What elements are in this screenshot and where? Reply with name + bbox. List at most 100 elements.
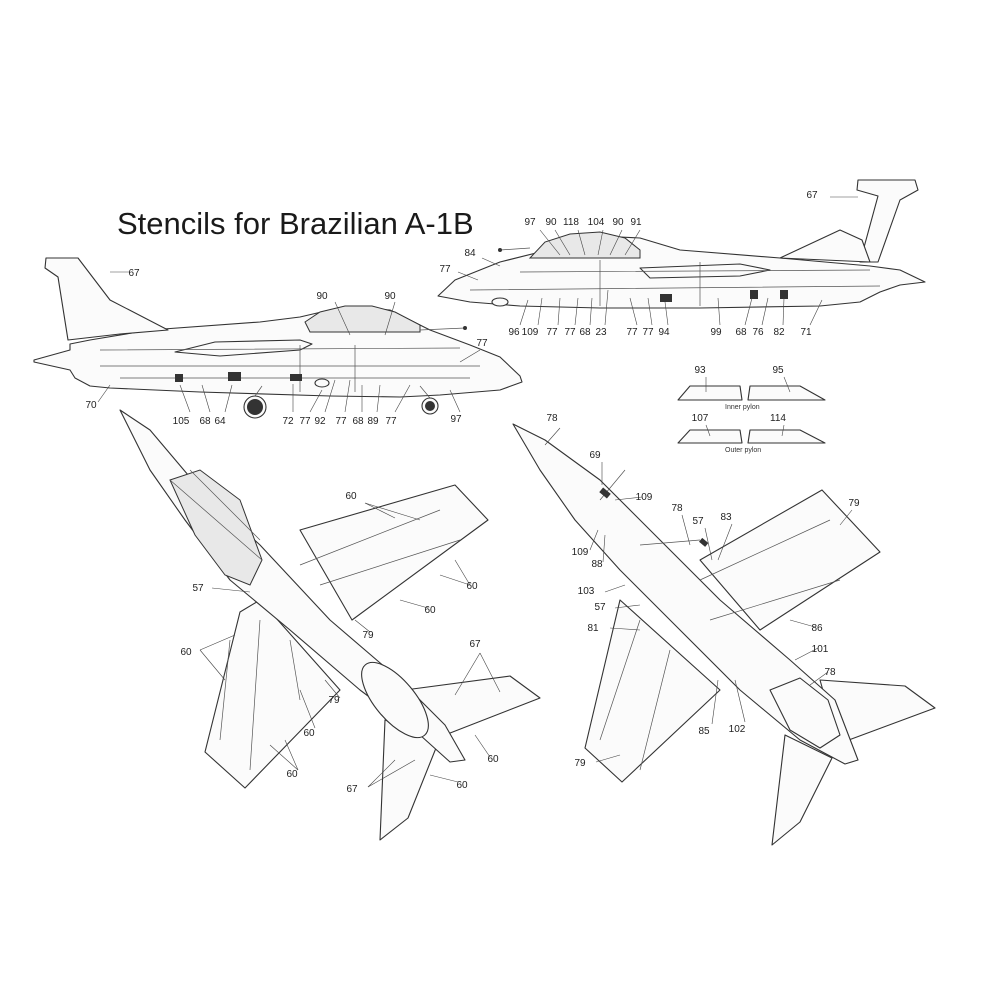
callout-pylons-93: 93 <box>694 365 706 376</box>
callout-left-side-77: 77 <box>335 416 347 427</box>
callout-right-side-104: 104 <box>588 217 605 228</box>
sheet-title: Stencils for Brazilian A-1B <box>117 206 474 241</box>
outer-pylon-right <box>747 429 826 444</box>
callout-bottom-view-83: 83 <box>720 512 732 523</box>
left-canopy <box>304 305 421 333</box>
callout-top-view-57: 57 <box>192 583 204 594</box>
callout-right-side-84: 84 <box>464 248 476 259</box>
callout-top-view-60: 60 <box>303 728 315 739</box>
right-side-profile <box>437 179 926 326</box>
callout-right-side-77: 77 <box>626 327 638 338</box>
callout-left-side-77: 77 <box>476 338 488 349</box>
callout-left-side-70: 70 <box>85 400 97 411</box>
top-left-wing <box>204 599 341 789</box>
callout-bottom-view-81: 81 <box>587 623 599 634</box>
callout-top-view-60: 60 <box>487 754 499 765</box>
bottom-fuselage <box>512 423 859 765</box>
top-canopy <box>169 469 263 586</box>
callout-left-side-67: 67 <box>128 268 140 279</box>
bottom-left-wing <box>584 599 721 783</box>
callout-top-view-67: 67 <box>346 784 358 795</box>
callout-left-side-90: 90 <box>384 291 396 302</box>
callout-bottom-view-79: 79 <box>848 498 860 509</box>
callout-right-side-68: 68 <box>735 327 747 338</box>
callout-bottom-view-109: 109 <box>636 492 653 503</box>
right-tail-fin <box>856 179 919 263</box>
callout-left-side-105: 105 <box>173 416 190 427</box>
callout-right-side-99: 99 <box>710 327 722 338</box>
callout-right-side-77: 77 <box>439 264 451 275</box>
callout-pylons-114: 114 <box>770 413 786 424</box>
callout-right-side-96: 96 <box>508 327 520 338</box>
left-tail-fin <box>44 257 169 341</box>
callout-top-view-60: 60 <box>456 780 468 791</box>
inner-pylon-left <box>677 385 743 401</box>
callout-pylons-107: 107 <box>692 413 709 424</box>
callout-bottom-view-57: 57 <box>594 602 606 613</box>
callout-bottom-view-78: 78 <box>546 413 558 424</box>
callout-top-view-60: 60 <box>286 769 298 780</box>
callout-right-side-90: 90 <box>545 217 557 228</box>
callout-bottom-view-79: 79 <box>574 758 586 769</box>
outer-pylon-caption: Outer pylon <box>725 447 762 454</box>
pylon-drawings <box>677 376 826 444</box>
callout-right-side-90: 90 <box>612 217 624 228</box>
callout-left-side-97: 97 <box>450 414 462 425</box>
callout-right-side-67: 67 <box>806 190 818 201</box>
inner-pylon-caption: Inner pylon <box>725 404 760 411</box>
callout-top-view-67: 67 <box>469 639 481 650</box>
callout-top-view-60: 60 <box>424 605 436 616</box>
callout-top-view-79: 79 <box>362 630 374 641</box>
callout-left-side-72: 72 <box>282 416 294 427</box>
callout-right-side-97: 97 <box>524 217 536 228</box>
callout-top-view-60: 60 <box>466 581 478 592</box>
callout-bottom-view-85: 85 <box>698 726 710 737</box>
callout-top-view-79: 79 <box>328 695 340 706</box>
callout-top-view-60: 60 <box>180 647 192 658</box>
callout-left-side-77: 77 <box>299 416 311 427</box>
callout-left-side-68: 68 <box>352 416 364 427</box>
top-right-wing <box>299 484 489 621</box>
top-view <box>119 409 541 841</box>
inner-pylon-right <box>747 385 826 401</box>
outer-pylon-left <box>677 429 743 444</box>
callout-pylons-95: 95 <box>772 365 784 376</box>
bottom-left-tailplane <box>771 734 833 846</box>
left-wing-edge <box>174 339 313 357</box>
callout-bottom-view-86: 86 <box>811 623 823 634</box>
callout-bottom-view-109: 109 <box>572 547 589 558</box>
left-side-profile <box>33 257 523 419</box>
callout-left-side-92: 92 <box>314 416 326 427</box>
callout-top-view-60: 60 <box>345 491 357 502</box>
callout-right-side-76: 76 <box>752 327 764 338</box>
callout-right-side-77: 77 <box>564 327 576 338</box>
callout-bottom-view-69: 69 <box>589 450 601 461</box>
callout-right-side-82: 82 <box>773 327 785 338</box>
callout-right-side-77: 77 <box>642 327 654 338</box>
callout-right-side-91: 91 <box>630 217 642 228</box>
bottom-view <box>512 423 936 846</box>
callout-right-side-109: 109 <box>522 327 539 338</box>
callout-left-side-90: 90 <box>316 291 328 302</box>
callout-left-side-64: 64 <box>214 416 226 427</box>
callout-right-side-77: 77 <box>546 327 558 338</box>
callout-bottom-view-78: 78 <box>824 667 836 678</box>
callout-bottom-view-57: 57 <box>692 516 704 527</box>
callout-left-side-68: 68 <box>199 416 211 427</box>
callout-left-side-89: 89 <box>367 416 379 427</box>
callout-bottom-view-103: 103 <box>578 586 595 597</box>
bottom-right-wing <box>699 489 881 631</box>
callout-right-side-68: 68 <box>579 327 591 338</box>
callout-bottom-view-102: 102 <box>729 724 746 735</box>
callout-bottom-view-88: 88 <box>591 559 603 570</box>
callout-right-side-23: 23 <box>595 327 607 338</box>
callout-bottom-view-101: 101 <box>812 644 829 655</box>
callout-right-side-71: 71 <box>800 327 812 338</box>
callout-right-side-94: 94 <box>658 327 670 338</box>
callout-bottom-view-78: 78 <box>671 503 683 514</box>
callout-left-side-77: 77 <box>385 416 397 427</box>
callout-right-side-118: 118 <box>563 217 579 228</box>
